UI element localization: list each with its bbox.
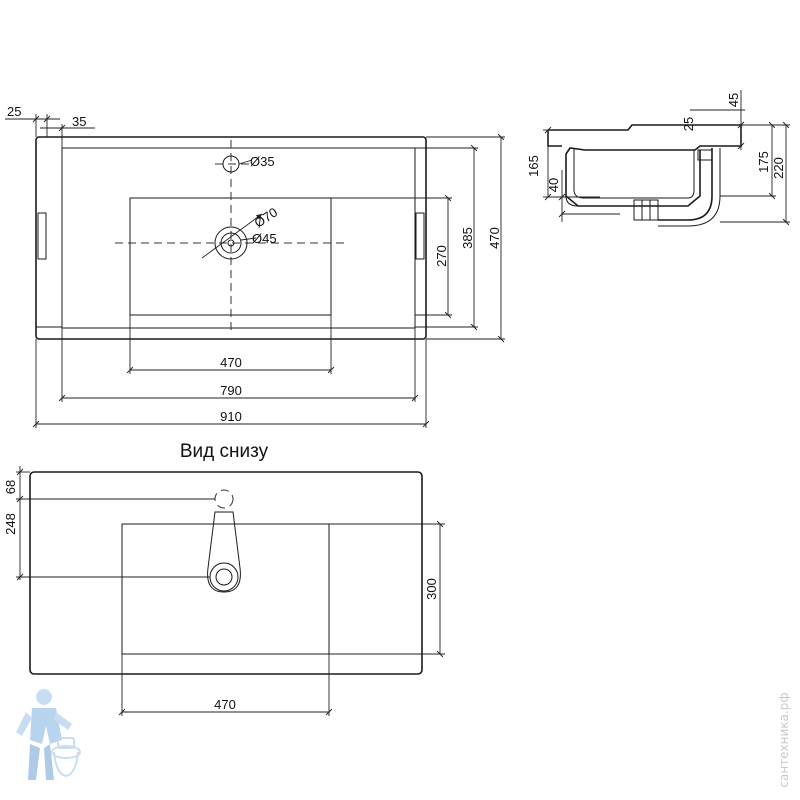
drain-inner-icon xyxy=(220,232,242,254)
bowl-underside xyxy=(121,523,330,655)
basin-profile xyxy=(548,124,742,207)
dim-910: 910 xyxy=(220,409,242,424)
side-dim-165: 165 xyxy=(526,155,541,177)
tap-hole-dim: Ø35 xyxy=(250,154,275,169)
left-mount-slot xyxy=(37,212,47,260)
dim-470-width: 470 xyxy=(220,355,242,370)
drain-outlet xyxy=(633,199,659,221)
right-mount-slot xyxy=(415,212,425,260)
side-view: 165 40 45 25 175 220 xyxy=(526,90,790,227)
side-dim-40: 40 xyxy=(546,178,561,192)
bottom-dim-300: 300 xyxy=(424,578,439,600)
dim-270: 270 xyxy=(434,245,449,267)
drain-outer-icon xyxy=(214,226,248,260)
basin-bottom-outline xyxy=(29,471,423,675)
bottom-dim-248: 248 xyxy=(3,513,18,535)
drain-neck xyxy=(207,511,241,593)
drain-outer-dim: Ø70 xyxy=(251,205,280,231)
top-view: Ø35 Ø70 Ø45 25 35 270 385 470 xyxy=(5,104,505,428)
side-dim-175: 175 xyxy=(756,151,771,173)
dim-25: 25 xyxy=(7,104,21,119)
side-dim-45: 45 xyxy=(726,93,741,107)
drain-inner-dim: Ø45 xyxy=(252,231,277,246)
bottom-dim-470: 470 xyxy=(214,697,236,712)
dim-385: 385 xyxy=(460,227,475,249)
side-dim-25: 25 xyxy=(681,117,696,131)
bottom-view: 68 248 300 470 xyxy=(3,466,445,716)
plumber-logo-icon xyxy=(16,689,81,780)
dim-790: 790 xyxy=(220,383,242,398)
drain-bottom-icon xyxy=(209,562,239,592)
bottom-view-title: Вид снизу xyxy=(180,441,269,462)
bowl-inner-outline xyxy=(61,147,416,329)
basin-outline xyxy=(35,136,427,340)
siphon-pipe xyxy=(658,148,713,221)
side-dim-220: 220 xyxy=(771,157,786,179)
watermark-text: сантехника.рф xyxy=(777,692,791,787)
bottom-dim-68: 68 xyxy=(3,480,18,494)
dim-35: 35 xyxy=(72,114,86,129)
tap-hole-hidden-icon xyxy=(214,489,234,509)
dim-470-height: 470 xyxy=(487,227,502,249)
